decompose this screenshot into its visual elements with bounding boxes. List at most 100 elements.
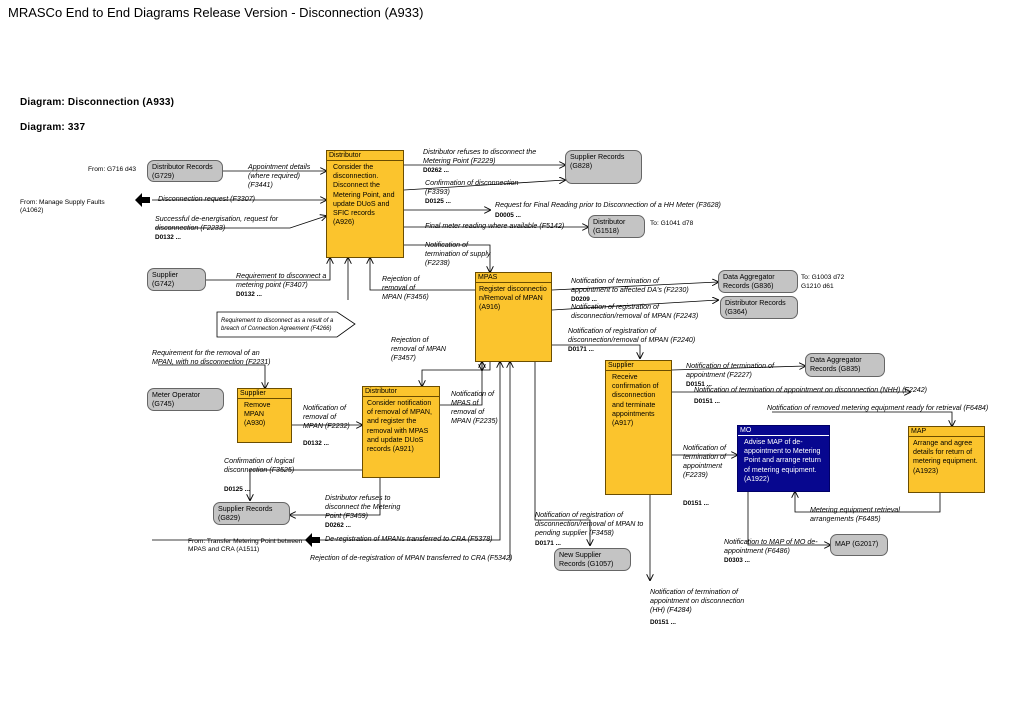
flow-code-d0125b: D0125 ... — [224, 486, 250, 493]
flow-line-f3457b — [422, 360, 491, 386]
process-a916[interactable]: MPAS Register disconnection/Removal of M… — [475, 272, 552, 362]
process-a930[interactable]: Supplier Remove MPAN (A930) — [237, 388, 292, 443]
store-g835[interactable]: Data Aggregator Records (G835) — [805, 353, 885, 377]
flow-label-f2233: Successful de-energisation, request for … — [155, 215, 279, 232]
ref-from-g716: From: G716 d43 — [88, 166, 137, 173]
flow-label-f3307: Disconnection request (F3307) — [158, 195, 255, 203]
flow-code-d0132b: D0132 ... — [236, 291, 262, 298]
flow-label-f6486: Notification to MAP of MO de-appointment… — [724, 538, 818, 555]
flow-label-f3459: Distributor refuses to disconnect the Me… — [325, 494, 401, 520]
flow-label-f2232: Notification of removal of MPAN (F2232) — [303, 404, 350, 430]
flow-code-d0262a: D0262 ... — [423, 167, 449, 174]
process-role: Supplier — [606, 361, 671, 371]
process-role: MPAS — [476, 273, 551, 283]
flow-line-f2235 — [440, 362, 482, 406]
flow-line-f2233 — [155, 216, 326, 229]
external-arrow-transfer — [305, 533, 320, 547]
flow-label-f3456: Rejection of removal of MPAN (F3456) — [382, 275, 429, 301]
flow-label-f5342: Rejection of de-registration of MPAN tra… — [310, 554, 513, 562]
flow-label-f3525: Confirmation of logical disconnection (F… — [224, 457, 295, 474]
flow-label-f4266: Requirement to disconnect as a result of… — [221, 318, 334, 332]
external-arrow-faults — [135, 193, 150, 207]
process-a921[interactable]: Distributor Consider notification of rem… — [362, 386, 440, 478]
flow-label-f2235: Notification of MPAS of removal of MPAN … — [451, 390, 498, 425]
store-g2017[interactable]: MAP (G2017) — [830, 534, 888, 556]
flow-line-f3525 — [250, 469, 362, 500]
flow-code-d0132c: D0132 ... — [303, 440, 329, 447]
flow-code-d0132a: D0132 ... — [155, 234, 181, 241]
flow-line-f6485 — [795, 492, 941, 513]
flow-code-d0125a: D0125 ... — [425, 198, 451, 205]
ref-g1210: G1210 d61 — [801, 283, 834, 290]
store-g729[interactable]: Distributor Records (G729) — [147, 160, 223, 182]
process-text: Receive confirmation of disconnection an… — [612, 373, 659, 428]
flow-line-f2231 — [158, 364, 265, 388]
ref-from-faults: From: Manage Supply Faults (A1062) — [20, 199, 105, 214]
process-role: Supplier — [238, 389, 291, 399]
store-g1057[interactable]: New Supplier Records (G1057) — [554, 548, 631, 571]
page-title: MRASCo End to End Diagrams Release Versi… — [8, 5, 424, 20]
flow-label-f2243: Notification of registration of disconne… — [571, 303, 699, 320]
flow-label-f2239: Notification of termination of appointme… — [683, 444, 726, 479]
flow-line-f6484 — [772, 411, 952, 426]
flow-label-f2240: Notification of registration of disconne… — [568, 327, 696, 344]
flow-code-d0262b: D0262 ... — [325, 522, 351, 529]
flow-label-f6484: Notification of removed metering equipme… — [767, 404, 989, 412]
flow-line-f2227 — [671, 366, 805, 371]
flow-label-f5378: De-registration of MPANs transferred to … — [325, 535, 493, 543]
ref-to-g1003: To: G1003 d72 — [801, 274, 845, 281]
ref-to-g1041: To: G1041 d78 — [650, 220, 694, 227]
flow-label-f3458: Notification of registration of disconne… — [535, 511, 644, 537]
flow-code-d0151a: D0151 ... — [686, 381, 712, 388]
flow-label-f2229: Distributor refuses to disconnect the Me… — [423, 148, 537, 165]
flow-line-f3456 — [370, 258, 475, 291]
process-a1923[interactable]: MAP Arrange and agree details for return… — [908, 426, 985, 493]
process-text: Remove MPAN (A930) — [244, 401, 271, 428]
flow-label-f3457: Rejection of removal of MPAN (F3457) — [391, 336, 447, 362]
flow-label-f3628: Request for Final Reading prior to Disco… — [495, 201, 721, 209]
flow-line-f6486 — [747, 492, 830, 545]
store-g828[interactable]: Supplier Records (G828) — [565, 150, 642, 184]
flow-label-f3441: Appointment details (where required) (F3… — [248, 163, 311, 189]
process-role: MO — [738, 426, 829, 436]
flow-label-f2231: Requirement for the removal of an MPAN, … — [152, 349, 271, 366]
store-g364[interactable]: Distributor Records (G364) — [720, 296, 798, 319]
store-g742[interactable]: Supplier (G742) — [147, 268, 206, 291]
flow-label-f6485: Metering equipment retrieval arrangement… — [810, 506, 900, 523]
flow-label-f2242: Notification of termination of appointme… — [694, 386, 928, 394]
flow-code-d0209: D0209 ... — [571, 296, 597, 303]
flow-code-d0151c: D0151 ... — [683, 500, 709, 507]
flow-line-f5378 — [152, 362, 500, 541]
process-text: Arrange and agree details for return of … — [913, 439, 978, 475]
store-g836[interactable]: Data Aggregator Records (G836) — [718, 270, 798, 293]
store-g829[interactable]: Supplier Records (G829) — [213, 502, 290, 525]
diagram-number: Diagram: 337 — [20, 122, 86, 133]
flow-line-f3459 — [290, 478, 381, 515]
process-text: Advise MAP of de-appointment to Metering… — [744, 438, 821, 483]
flow-label-f2227: Notification of termination of appointme… — [686, 362, 774, 379]
process-a926[interactable]: Distributor Consider the disconnection. … — [326, 150, 404, 258]
process-text: Consider the disconnection. Disconnect t… — [333, 163, 395, 227]
process-a1922[interactable]: MO Advise MAP of de-appointment to Meter… — [737, 425, 830, 492]
store-g1518[interactable]: Distributor (G1518) — [588, 215, 645, 238]
flow-code-d0151b: D0151 ... — [694, 398, 720, 405]
store-g745[interactable]: Meter Operator (G745) — [147, 388, 224, 411]
flow-line-f2238 — [404, 244, 490, 272]
flow-label-f3393: Confirmation of disconnection (F3393) — [425, 179, 519, 196]
flow-line-f2230 — [551, 282, 718, 291]
process-a917[interactable]: Supplier Receive confirmation of disconn… — [605, 360, 672, 495]
flow-code-d0005: D0005 ... — [495, 212, 521, 219]
flow-code-d0151d: D0151 ... — [650, 619, 676, 626]
flow-line-f3393 — [403, 180, 565, 191]
flow-label-f5142: Final meter reading where available (F51… — [425, 222, 565, 230]
flow-code-d0171a: D0171 ... — [568, 346, 594, 353]
flow-line-f3407 — [206, 258, 330, 281]
flow-label-f2230: Notification of termination of appointme… — [571, 277, 689, 294]
banner-arrow-f4266 — [216, 311, 356, 338]
process-text: Register disconnection/Removal of MPAN (… — [479, 285, 547, 312]
flow-label-f3407: Requirement to disconnect a metering poi… — [236, 272, 327, 289]
flow-line-f2240 — [552, 344, 640, 358]
process-text: Consider notification of removal of MPAN… — [367, 399, 432, 454]
